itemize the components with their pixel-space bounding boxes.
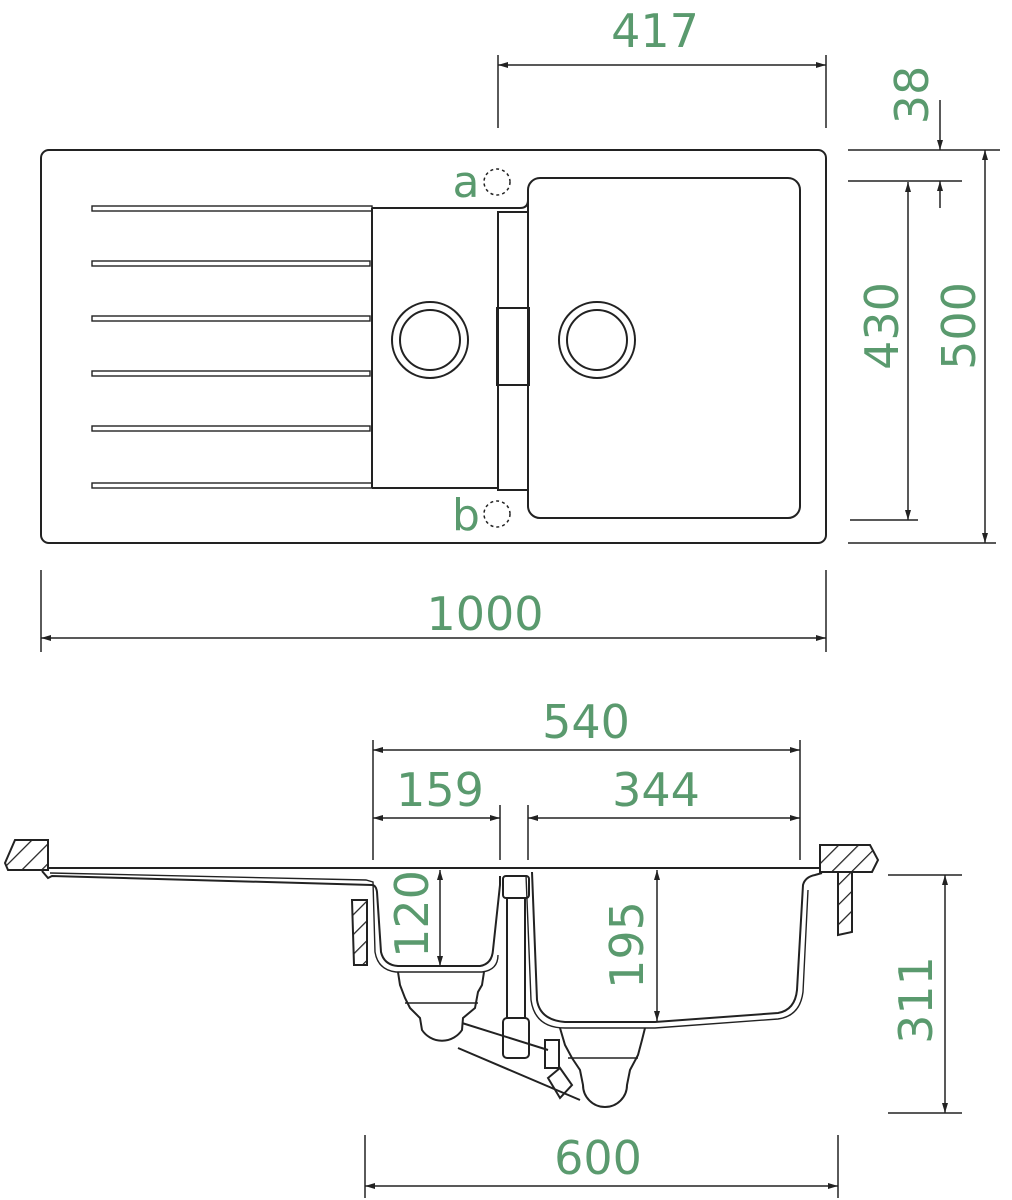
tap-hole-b-marker [483,500,511,528]
small-bowl-waste-trap [397,971,485,1042]
dimension-cabinet-width: 600 [554,1131,642,1185]
drainer-and-small-bowl-profile [41,870,501,967]
marker-a-label: a [453,157,480,208]
small-bowl-outline [371,199,529,489]
small-bowl-waste [391,301,469,379]
sink-outline [40,149,827,544]
tap-hole-a-marker [483,168,511,196]
pipe-coupling [546,1066,574,1100]
dimension-total-height: 311 [889,956,943,1044]
clamp-right [837,871,853,937]
dimension-small-bowl-depth: 120 [385,870,439,958]
countertop-right-section [819,844,880,873]
dimension-total-depth: 500 [932,282,986,370]
marker-b-label: b [452,490,480,541]
dimension-small-bowl-width: 159 [396,763,484,817]
dimension-main-bowl-depth: 195 [600,901,654,989]
overflow-channel [496,211,530,491]
dimension-rim-offset: 38 [885,66,939,125]
side-view: 540 159 344 120 [3,695,962,1198]
overflow-cap [502,875,530,899]
connecting-pipe [457,1022,581,1101]
main-bowl-waste [558,301,636,379]
dimension-main-bowl-width: 344 [612,763,700,817]
main-bowl-outline [527,177,801,519]
countertop-left-section [3,839,49,871]
dimension-bowl-depth: 430 [855,282,909,370]
main-bowl-waste-trap [559,1027,646,1108]
drainer-ribs [91,205,373,489]
clamp-left [350,899,368,966]
top-view: a b 417 38 430 500 1000 [40,4,1000,652]
overflow-pipe [506,897,526,1019]
overflow-connector [544,1039,560,1069]
dimension-bowl-width: 417 [611,4,699,58]
dimension-bowls-width: 540 [542,695,630,749]
dimension-total-width: 1000 [426,587,543,641]
main-bowl-profile [531,871,823,1023]
